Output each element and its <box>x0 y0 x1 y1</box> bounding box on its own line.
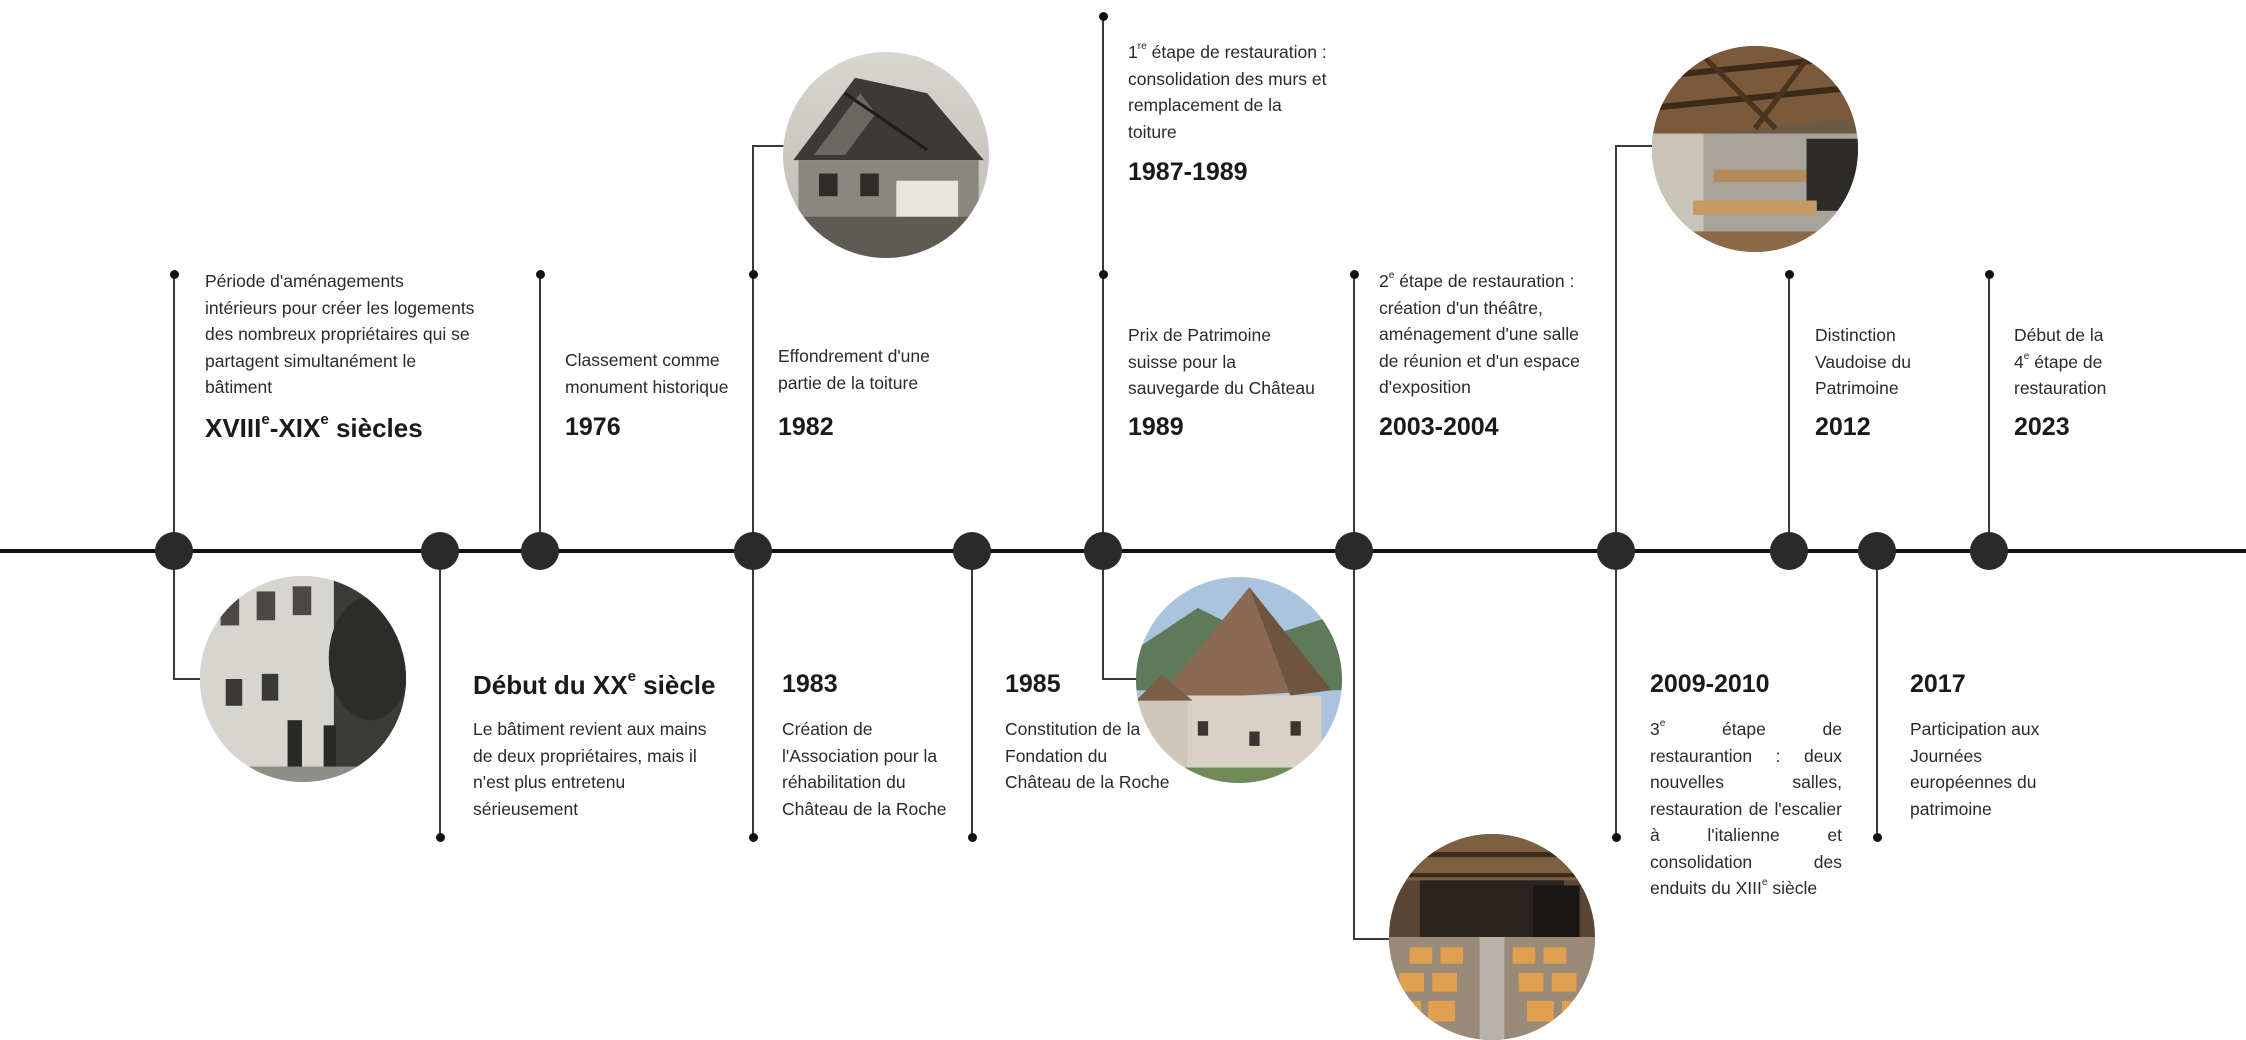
connector <box>752 145 784 147</box>
connector <box>1102 16 1104 552</box>
event-year-1987-1989: 1987-1989 <box>1128 158 1248 186</box>
end-marker <box>748 269 758 279</box>
event-description-2003: 2e étape de restauration : création d'un… <box>1379 270 1580 397</box>
end-marker <box>1784 269 1794 279</box>
end-marker <box>1984 269 1994 279</box>
event-description-1976: Classement comme monument historique <box>565 350 729 397</box>
theatre-seating-photo <box>1389 834 1595 1040</box>
connector <box>1615 146 1617 552</box>
connector <box>173 274 175 552</box>
event-year-1985: 1985 <box>1005 670 1061 698</box>
event-year-1983: 1983 <box>782 670 838 698</box>
end-marker <box>169 269 179 279</box>
connector <box>1353 938 1391 940</box>
connector <box>1353 551 1355 939</box>
connector <box>1988 274 1990 552</box>
end-marker <box>748 832 758 842</box>
connector <box>439 551 441 837</box>
event-description-xviii: Période d'aménagements intérieurs pour c… <box>205 271 475 397</box>
connector <box>1876 551 1878 837</box>
connector <box>1353 274 1355 552</box>
event-description-1985: Constitution de la Fondation du Château … <box>1005 719 1170 792</box>
timeline-dot <box>734 532 772 570</box>
collapsed-roof-photo <box>783 52 989 258</box>
connector <box>173 551 175 679</box>
connector <box>539 274 541 552</box>
end-marker <box>1611 832 1621 842</box>
end-marker <box>1098 11 1108 21</box>
timeline-dot <box>1335 532 1373 570</box>
timeline-dot <box>521 532 559 570</box>
connector <box>971 551 973 837</box>
timeline-dot <box>1770 532 1808 570</box>
timeline-dot <box>1858 532 1896 570</box>
connector <box>1788 274 1790 552</box>
connector <box>1615 551 1617 837</box>
restaurant-hall-photo <box>1652 46 1858 252</box>
timeline-dot <box>155 532 193 570</box>
end-marker <box>1349 269 1359 279</box>
event-description-2017: Participation aux Journées européennes d… <box>1910 719 2040 819</box>
event-year-2012: 2012 <box>1815 413 1871 441</box>
event-description-2012: Distinction Vaudoise du Patrimoine <box>1815 325 1912 398</box>
event-period-xviii: XVIIIe-XIXe siècles <box>205 411 423 443</box>
connector <box>173 678 207 680</box>
event-description-1989: Prix de Patrimoine suisse pour la sauveg… <box>1128 325 1315 398</box>
connector <box>1615 145 1653 147</box>
event-year-1976: 1976 <box>565 413 621 441</box>
event-description-2009: 3e étape de restaurantion : deux nouvell… <box>1650 718 1842 898</box>
end-marker <box>967 832 977 842</box>
end-marker <box>535 269 545 279</box>
event-year-2003-2004: 2003-2004 <box>1379 413 1499 441</box>
event-description-2023: Début de la 4e étape de restauration <box>2014 325 2107 398</box>
end-marker <box>1872 832 1882 842</box>
end-marker <box>435 832 445 842</box>
event-description-1983: Création de l'Association pour la réhabi… <box>782 719 947 819</box>
event-period-xx: Début du XXe siècle <box>473 668 716 700</box>
chateau-exterior-photo <box>1136 577 1342 783</box>
event-year-2009-2010: 2009-2010 <box>1650 670 1770 698</box>
connector <box>752 551 754 837</box>
timeline-axis-tail <box>2000 550 2246 552</box>
timeline-dot <box>1084 532 1122 570</box>
event-year-2023: 2023 <box>2014 413 2070 441</box>
end-marker <box>1098 269 1108 279</box>
connector <box>752 146 754 552</box>
event-year-2017: 2017 <box>1910 670 1966 698</box>
event-description-1982: Effondrement d'une partie de la toiture <box>778 346 930 393</box>
timeline-dot <box>1970 532 2008 570</box>
timeline-dot <box>953 532 991 570</box>
event-description-1987: 1re étape de restauration : consolidatio… <box>1128 41 1327 142</box>
event-year-1982: 1982 <box>778 413 834 441</box>
timeline-dot <box>421 532 459 570</box>
connector <box>1102 551 1104 679</box>
timeline-axis <box>0 549 2246 553</box>
event-year-1989: 1989 <box>1128 413 1184 441</box>
event-description-xx: Le bâtiment revient aux mains de deux pr… <box>473 719 707 819</box>
connector <box>1102 678 1138 680</box>
timeline-dot <box>1597 532 1635 570</box>
old-facade-photo <box>200 576 406 782</box>
